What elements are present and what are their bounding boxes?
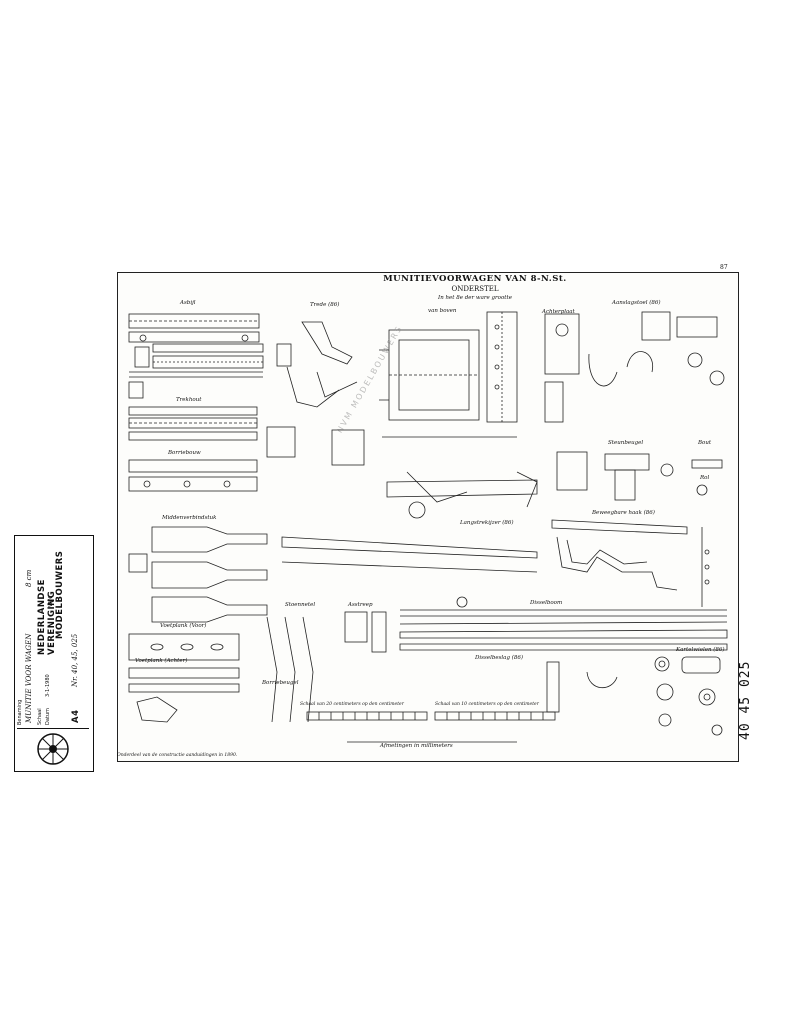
middenverbindstuk-drawing: [128, 526, 268, 623]
label-disselbeslag: Disselbeslag (86): [475, 655, 524, 661]
label-van-boven: van boven: [428, 308, 457, 314]
label-asstreep: Asstreep: [348, 602, 373, 608]
afmetingen-note: Afmetingen in millimeters: [380, 743, 453, 749]
technical-drawing: [128, 311, 728, 743]
stamp-date-label: Datum: [45, 708, 51, 725]
side-code-text: 40 45 025: [738, 660, 753, 740]
stamp-date-value: 3-1-1980: [45, 674, 51, 697]
stamp-header: Benaming: [17, 699, 23, 725]
label-disselboom: Disselboom: [530, 600, 563, 606]
kartelwielen-drawing: [546, 656, 723, 736]
label-langstrekijzer: Langstrekijzer (86): [460, 520, 514, 526]
steunbeugel-drawing: [556, 451, 723, 501]
label-bout: Bout: [698, 440, 712, 446]
label-trede: Trede (86): [310, 302, 340, 308]
sheet-subtitle: ONDERSTEL: [451, 285, 499, 293]
trede-drawing: [266, 321, 365, 466]
stamp-org-line2: VAN: [48, 596, 54, 607]
sheet-title: MUNITIEVOORWAGEN VAN 8-N.St.: [383, 274, 567, 284]
label-aanslagstoel: Aanslagstoel (86): [612, 300, 661, 306]
label-steunbeugel: Steunbeugel: [608, 440, 644, 446]
label-beweegbare-haak: Beweegbare haak (86): [592, 510, 655, 516]
aanslagstoel-drawing: [641, 311, 725, 386]
scale-bars-drawing: [306, 711, 556, 743]
trekhout-drawing: [128, 406, 258, 441]
stamp-size-code: A4: [71, 709, 81, 724]
frame-topview-drawing: [379, 311, 518, 438]
stamp-org-line1: NEDERLANDSE VERENIGING: [37, 579, 57, 655]
stamp-name: MUNITIE VOOR WAGEN: [25, 633, 33, 723]
footer-note: Onderdeel van de constructie aanduidinge…: [117, 753, 238, 758]
label-stoennetel: Stoennetel: [285, 602, 316, 608]
label-rol: Rol: [700, 475, 710, 481]
page-number: 87: [720, 264, 728, 271]
label-middenverbindstuk: Middenverbindstuk: [162, 515, 217, 521]
drawing-sheet: [117, 272, 739, 762]
title-stamp: Benaming MUNITIE VOOR WAGEN 8 cm Schaal …: [14, 535, 94, 772]
label-borriebeugel: Borriebeugel: [262, 680, 299, 686]
label-voetplank-achter: Voetplank (Achter): [135, 658, 188, 664]
label-borriebouw: Borriebouw: [168, 450, 201, 456]
nvm-logo-icon: [17, 728, 89, 769]
stamp-row-label: Schaal: [37, 708, 43, 725]
borriebouw-drawing: [128, 459, 258, 492]
stamp-ref: Nr. 40, 45, 025: [71, 633, 79, 687]
side-reference-code: 40 45 025: [738, 630, 758, 740]
label-trekhout: Trekhout: [176, 397, 202, 403]
achterplaat-drawing: [544, 313, 654, 423]
label-kartelwielen: Kartelwielen (86): [676, 647, 725, 653]
label-achterplaat: Achterplaat: [542, 309, 575, 315]
stamp-org-line3: MODELBOUWERS: [55, 550, 65, 639]
label-schaal-20: Schaal van 20 centimeters op den centime…: [300, 702, 404, 707]
stoennetel-drawing: [266, 611, 387, 723]
stamp-scale: 8 cm: [25, 569, 33, 587]
voetplank-drawing: [128, 633, 240, 723]
disselboom-drawing: [399, 596, 728, 651]
label-schaal-10: Schaal van 10 centimeters op den centime…: [435, 702, 539, 707]
scale-note: In het 8e der ware grootte: [438, 295, 512, 301]
asbijl-drawing: [128, 313, 264, 399]
label-voetplank: Voetplank (Voor): [160, 623, 207, 629]
beweegbare-haak-drawing: [551, 519, 710, 607]
frame-sideview-drawing: [281, 471, 538, 573]
label-asbijl: Asbijl: [180, 300, 196, 306]
